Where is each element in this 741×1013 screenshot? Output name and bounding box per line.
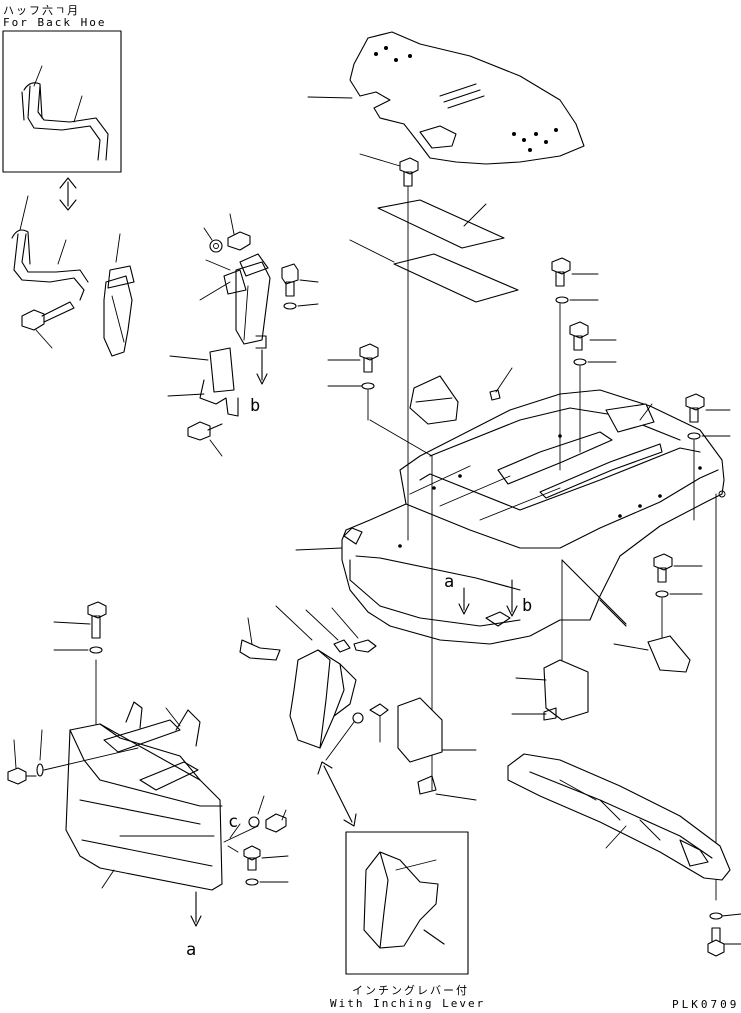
mat-bolt — [359, 153, 419, 187]
label-a-main: a — [444, 572, 455, 592]
inching-bracket — [239, 605, 389, 761]
floor-pads — [349, 199, 519, 303]
frame-left-bracket — [409, 375, 459, 425]
left-lever-assembly — [11, 195, 135, 357]
cover-right-bolts — [119, 795, 289, 886]
inset-back-hoe-title-en: For Back Hoe — [3, 16, 107, 29]
inset-inching-title-en: With Inching Lever — [330, 997, 486, 1010]
right-side-cover — [507, 753, 731, 881]
floor-mat — [307, 31, 585, 165]
floor-cover — [7, 601, 223, 927]
frame-bolts — [327, 257, 731, 598]
inset-inching-lever — [345, 831, 469, 975]
label-a-bottom: a — [186, 940, 197, 960]
swap-arrow-bottom — [317, 761, 357, 827]
center-small-plate — [397, 697, 477, 801]
floor-frame — [295, 367, 726, 645]
lever-bracket-assembly — [167, 213, 319, 457]
drawing-code: PLK0709 — [672, 998, 740, 1011]
label-b-handle: b — [250, 396, 261, 416]
swap-arrow-top — [59, 177, 77, 211]
right-brackets — [511, 559, 691, 721]
bottom-right-bolt — [707, 912, 741, 957]
label-b-main: b — [522, 596, 533, 616]
inset-inching-title-jp: インチングレバー付 — [352, 984, 469, 997]
frame-arrows — [458, 579, 518, 617]
inset-back-hoe-title-jp: ハッフ六ㄱ月 — [3, 4, 81, 17]
label-c-cover: c — [228, 812, 239, 832]
inset-back-hoe — [2, 30, 122, 173]
